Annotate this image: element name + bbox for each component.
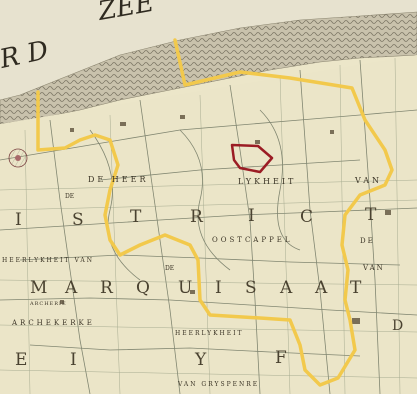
label-de-heer: DE HEER — [88, 175, 148, 184]
district-boundary — [36, 38, 394, 387]
label-heerlykheit-van: HEERLYKHEIT VAN — [2, 257, 94, 264]
label-lykheit: LYKHEIT — [238, 177, 296, 186]
label-marq-r: R — [100, 278, 114, 298]
label-district-c: C — [300, 207, 313, 227]
label-marq-s: S — [245, 278, 257, 298]
label-district-i2: I — [248, 206, 255, 226]
label-marq-a3: A — [314, 278, 328, 298]
label-district-t2: T — [365, 205, 377, 225]
label-oostcappel: OOSTCAPPEL — [212, 236, 293, 244]
town-left — [8, 148, 28, 168]
building-markers — [60, 115, 391, 324]
label-marq-q: Q — [136, 278, 150, 298]
label-de-mid: DE — [165, 265, 174, 272]
highlighted-parcel — [230, 143, 274, 174]
label-van-right: VAN — [362, 264, 385, 272]
label-district-i: I — [15, 210, 22, 230]
label-y-bottom: Y — [194, 350, 207, 370]
label-van: VAN — [354, 176, 382, 185]
label-i-bottom: I — [70, 350, 77, 370]
label-marq-u: U — [178, 278, 192, 298]
label-heerlykheit-bottom: HEERLYKHEIT — [175, 330, 244, 337]
label-district-t: T — [130, 207, 142, 227]
label-de-left: DE — [65, 193, 74, 200]
road-network — [0, 59, 417, 394]
dune-band — [0, 11, 417, 125]
label-archekerke: ARCHEKERKE — [11, 319, 95, 327]
label-district-s: S — [72, 210, 84, 230]
sea-area — [0, 0, 417, 100]
label-marq-a: A — [64, 278, 78, 298]
label-marq-a2: A — [279, 278, 293, 298]
label-archerie: ARCHERIE — [29, 301, 67, 307]
label-f-bottom: F — [275, 348, 287, 368]
label-d-right: D — [392, 318, 403, 334]
label-district-r: R — [190, 207, 204, 227]
label-marq-i: I — [215, 278, 222, 298]
label-marq-m: M — [30, 278, 47, 298]
label-van-gryspenre: VAN GRYSPENRE — [177, 381, 259, 388]
label-de-right: DE — [360, 237, 375, 245]
label-marq-t: T — [350, 278, 362, 298]
label-e-bottom: E — [15, 350, 27, 370]
